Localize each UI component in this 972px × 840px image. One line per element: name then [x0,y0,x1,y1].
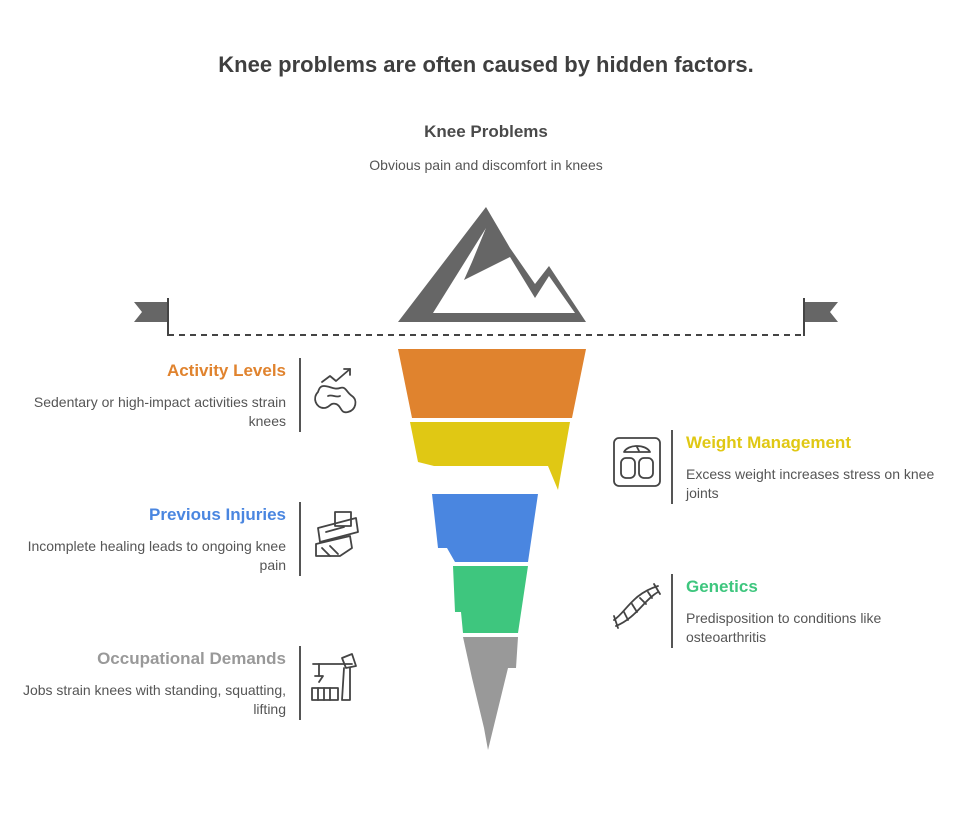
activity-trend-icon [314,368,357,414]
factor-injuries-description: Incomplete healing leads to ongoing knee… [27,538,286,573]
layer-injuries [432,494,538,562]
factor-occupational: Occupational Demands Jobs strain knees w… [16,649,286,719]
layer-occupational [463,637,518,750]
factor-activity: Activity Levels Sedentary or high-impact… [16,361,286,431]
factor-injuries-title: Previous Injuries [149,505,286,524]
factor-occupational-description: Jobs strain knees with standing, squatti… [22,682,286,717]
factor-genetics-title: Genetics [686,577,758,596]
factor-occupational-title: Occupational Demands [97,649,286,668]
factor-genetics: Genetics Predisposition to conditions li… [686,577,936,647]
dna-icon [613,583,661,629]
right-flag [805,302,838,322]
factor-weight: Weight Management Excess weight increase… [686,433,936,503]
layer-activity [398,349,586,418]
factor-activity-description: Sedentary or high-impact activities stra… [33,394,286,429]
weight-scale-icon [613,437,661,487]
layer-weight [410,422,570,490]
left-flag [134,302,167,322]
crane-icon [311,653,357,701]
factor-injuries: Previous Injuries Incomplete healing lea… [16,505,286,575]
iceberg-top-title: Knee Problems [424,122,548,141]
diagram-title: Knee problems are often caused by hidden… [218,52,754,77]
factor-activity-title: Activity Levels [166,361,286,380]
factor-weight-title: Weight Management [686,433,851,452]
mountain-peak [398,207,586,322]
cast-injury-icon [315,511,359,557]
layer-genetics [453,566,528,633]
iceberg-top-description: Obvious pain and discomfort in knees [369,157,603,173]
factor-genetics-description: Predisposition to conditions like osteoa… [686,610,882,645]
factor-weight-description: Excess weight increases stress on knee j… [686,466,935,501]
